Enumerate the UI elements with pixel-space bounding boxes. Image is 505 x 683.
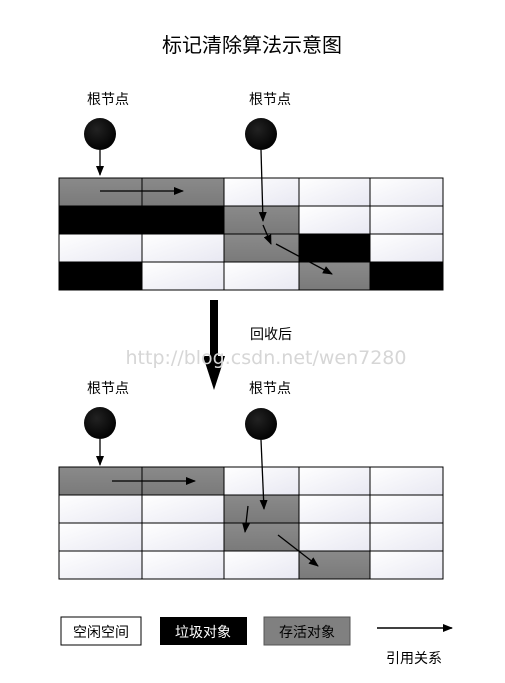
heap-cell-free xyxy=(141,494,225,524)
legend-free-swatch xyxy=(60,616,142,646)
heap-cell-free xyxy=(58,522,143,552)
heap-cell-free xyxy=(369,205,444,235)
watermark-text: http://blog.csdn.net/wen7280 xyxy=(126,347,407,369)
heap-cell-live xyxy=(141,177,225,207)
root-node-4 xyxy=(245,408,277,440)
heap-cell-free xyxy=(298,494,371,524)
reference-arrows-before xyxy=(96,149,333,275)
heap-cell-free xyxy=(369,177,444,207)
root-node-label-2: 根节点 xyxy=(249,92,291,108)
legend-garbage-swatch xyxy=(160,617,247,645)
legend-reference-label: 引用关系 xyxy=(386,651,442,667)
heap-cell-live xyxy=(223,494,300,524)
heap-cell-free xyxy=(298,205,371,235)
after-collection-label: 回收后 xyxy=(250,327,292,343)
heap-cell-free xyxy=(223,261,300,291)
heap-grid-before xyxy=(58,177,444,291)
root-node-label-3: 根节点 xyxy=(87,381,129,397)
heap-cell-garbage xyxy=(58,261,143,291)
heap-cell-live xyxy=(223,205,300,235)
heap-cell-free xyxy=(298,177,371,207)
heap-cell-live xyxy=(223,522,300,552)
heap-cell-free xyxy=(298,522,371,552)
reference-arrows-after xyxy=(96,439,319,567)
ref-arrow xyxy=(277,534,319,567)
heap-cell-free xyxy=(141,261,225,291)
root-node-3 xyxy=(84,407,116,439)
heap-cell-garbage xyxy=(58,205,143,235)
heap-cell-live xyxy=(298,261,371,291)
heap-cell-free xyxy=(369,233,444,263)
heap-cell-free xyxy=(223,550,300,580)
legend-live-label: 存活对象 xyxy=(279,625,335,641)
legend: 空闲空间 垃圾对象 存活对象 引用关系 xyxy=(60,616,453,667)
heap-cell-garbage xyxy=(369,261,444,291)
ref-arrow xyxy=(262,224,272,245)
heap-cell-live xyxy=(58,177,143,207)
heap-cell-garbage xyxy=(298,233,371,263)
heap-grid-after xyxy=(58,466,444,580)
root-node-1 xyxy=(84,118,116,150)
legend-live-swatch xyxy=(263,616,351,646)
heap-cell-free xyxy=(58,233,143,263)
ref-arrow xyxy=(258,149,267,222)
heap-cell-free xyxy=(223,466,300,496)
legend-free-label: 空闲空间 xyxy=(73,625,129,641)
heap-cell-free xyxy=(141,522,225,552)
root-node-label-1: 根节点 xyxy=(87,92,129,108)
heap-cell-live xyxy=(223,233,300,263)
gc-transition-arrow xyxy=(203,300,225,390)
legend-garbage-label: 垃圾对象 xyxy=(175,625,231,641)
transition-arrow-shaft xyxy=(210,300,218,360)
ref-arrow xyxy=(259,439,268,510)
heap-cell-free xyxy=(369,522,444,552)
heap-cell-free xyxy=(141,233,225,263)
transition-arrow-head xyxy=(203,356,225,390)
heap-cell-garbage xyxy=(141,205,225,235)
ref-arrow xyxy=(242,505,251,533)
heap-cell-free xyxy=(141,550,225,580)
heap-cell-free xyxy=(298,466,371,496)
heap-cell-live xyxy=(298,550,371,580)
root-node-2 xyxy=(245,118,277,150)
diagram-title: 标记清除算法示意图 xyxy=(162,33,342,57)
root-node-label-4: 根节点 xyxy=(249,381,291,397)
ref-arrow xyxy=(275,243,333,275)
heap-cell-free xyxy=(369,494,444,524)
heap-cell-free xyxy=(58,494,143,524)
heap-cell-free xyxy=(58,550,143,580)
heap-cell-free xyxy=(369,466,444,496)
heap-cell-free xyxy=(369,550,444,580)
